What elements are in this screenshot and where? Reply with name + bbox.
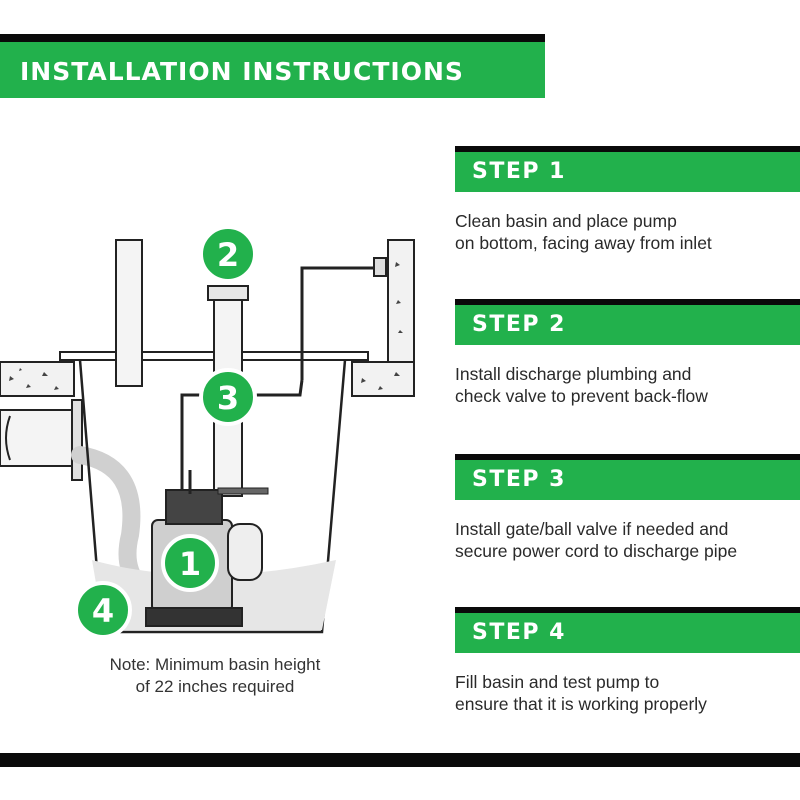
step-3-line-1: Install gate/ball valve if needed and bbox=[455, 519, 729, 539]
callout-4-number: 4 bbox=[92, 592, 114, 630]
step-3-description: Install gate/ball valve if needed and se… bbox=[455, 518, 800, 562]
step-4-line-2: ensure that it is working properly bbox=[455, 694, 707, 714]
step-2-label: STEP 2 bbox=[472, 312, 566, 337]
vent-pipe bbox=[115, 239, 143, 387]
step-1-line-1: Clean basin and place pump bbox=[455, 211, 677, 231]
electrical-outlet bbox=[373, 257, 387, 277]
step-4-banner: STEP 4 bbox=[455, 607, 800, 653]
step-2: STEP 2 Install discharge plumbing and ch… bbox=[455, 299, 800, 407]
step-4-line-1: Fill basin and test pump to bbox=[455, 672, 660, 692]
step-1-description: Clean basin and place pump on bottom, fa… bbox=[455, 210, 800, 254]
note-line-2: of 22 inches required bbox=[135, 677, 295, 696]
floor-slab-right bbox=[351, 239, 415, 397]
callout-1: 1 bbox=[161, 534, 219, 592]
callout-4: 4 bbox=[74, 581, 132, 639]
step-1: STEP 1 Clean basin and place pump on bot… bbox=[455, 146, 800, 254]
step-2-line-2: check valve to prevent back-flow bbox=[455, 386, 708, 406]
step-1-label: STEP 1 bbox=[472, 159, 566, 184]
basin-height-note: Note: Minimum basin height of 22 inches … bbox=[60, 654, 370, 698]
step-3-line-2: secure power cord to discharge pipe bbox=[455, 541, 738, 561]
callout-2: 2 bbox=[199, 225, 257, 283]
step-3: STEP 3 Install gate/ball valve if needed… bbox=[455, 454, 800, 562]
step-2-description: Install discharge plumbing and check val… bbox=[455, 363, 800, 407]
step-2-line-1: Install discharge plumbing and bbox=[455, 364, 692, 384]
step-1-banner: STEP 1 bbox=[455, 146, 800, 192]
footer-bar bbox=[0, 753, 800, 767]
inlet-pipe bbox=[0, 399, 83, 481]
sump-pump-diagram: 1 2 3 4 bbox=[0, 225, 415, 639]
page-title: INSTALLATION INSTRUCTIONS bbox=[20, 57, 464, 86]
header-banner: INSTALLATION INSTRUCTIONS bbox=[0, 34, 545, 98]
step-3-banner: STEP 3 bbox=[455, 454, 800, 500]
step-4-description: Fill basin and test pump to ensure that … bbox=[455, 671, 800, 715]
step-1-line-2: on bottom, facing away from inlet bbox=[455, 233, 712, 253]
step-3-label: STEP 3 bbox=[472, 467, 566, 492]
step-4: STEP 4 Fill basin and test pump to ensur… bbox=[455, 607, 800, 715]
step-4-label: STEP 4 bbox=[472, 620, 566, 645]
floor-slab-left bbox=[0, 361, 75, 397]
callout-1-number: 1 bbox=[179, 545, 201, 583]
step-2-banner: STEP 2 bbox=[455, 299, 800, 345]
callout-3: 3 bbox=[199, 368, 257, 426]
note-line-1: Note: Minimum basin height bbox=[109, 655, 321, 674]
callout-3-number: 3 bbox=[217, 379, 239, 417]
callout-2-number: 2 bbox=[217, 236, 239, 274]
